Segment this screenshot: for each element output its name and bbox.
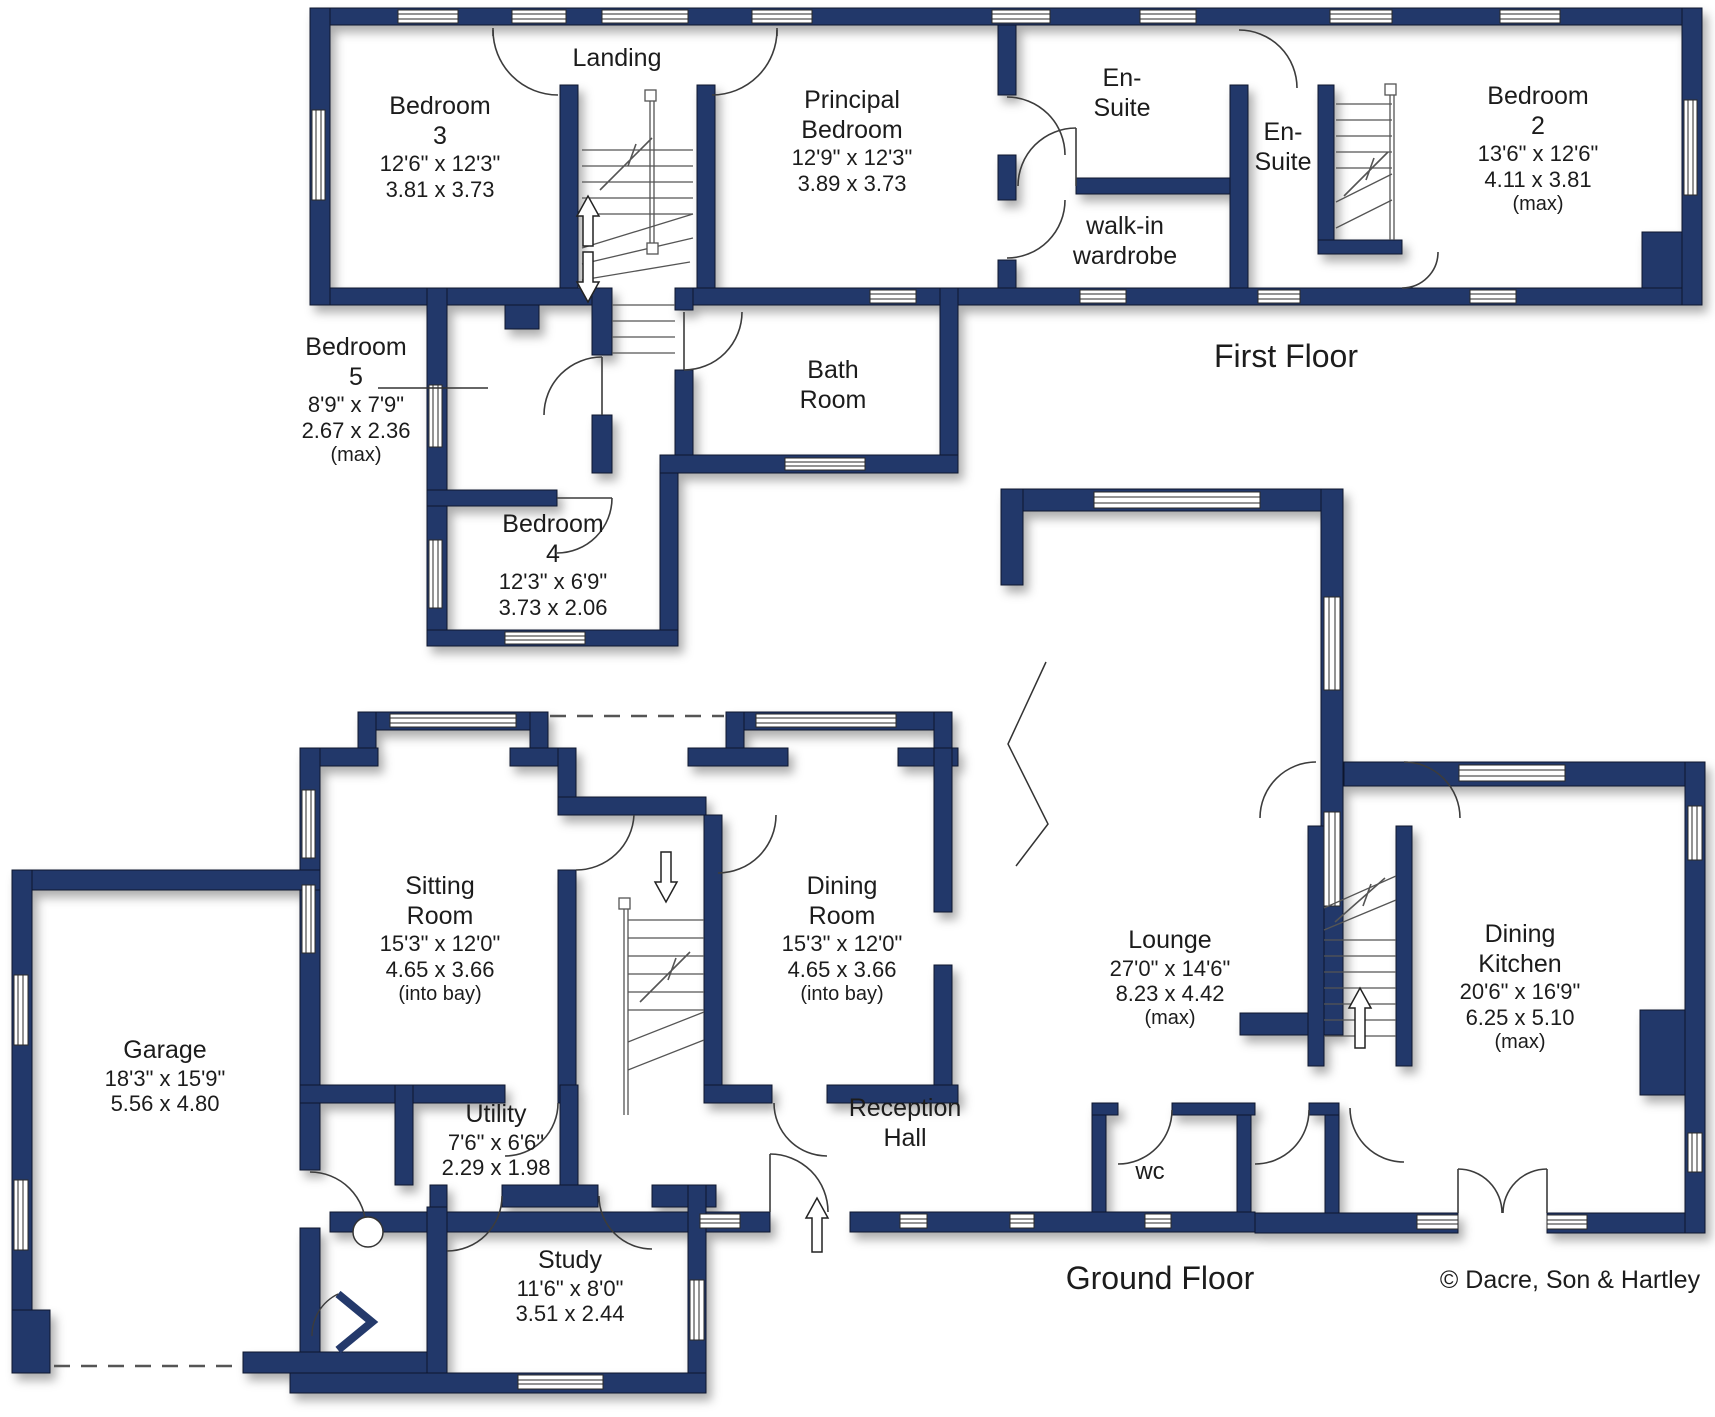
bifold-door [335,1290,379,1354]
cloakroom-basin [352,1216,384,1248]
windows [13,9,1703,1390]
direction-arrows [575,194,1373,1253]
annotations [54,387,1049,1368]
stairs [581,83,1397,1115]
open-plan-break-line [1007,661,1049,867]
walls [11,7,1706,1394]
